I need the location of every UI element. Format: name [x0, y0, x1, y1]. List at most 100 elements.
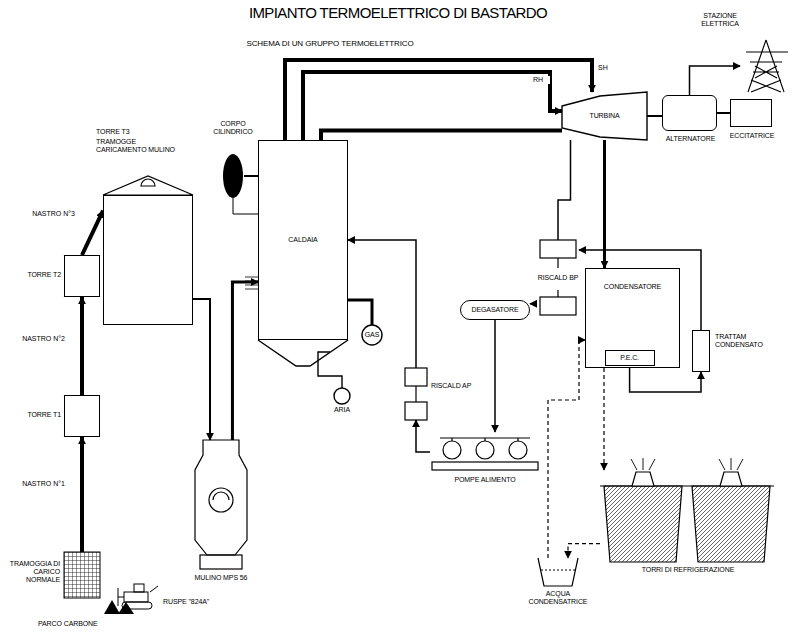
feed-pump-symbol [476, 441, 494, 459]
fan-label: ARIA [330, 406, 354, 414]
cooling-tower-symbol [720, 472, 742, 486]
water-basin-symbol [541, 569, 575, 570]
line-label: NASTRO N°1 [14, 480, 66, 488]
air-fan-symbol [334, 388, 350, 404]
process-line [494, 320, 496, 432]
cooling-tower-symbol [692, 486, 770, 562]
condensate-treatment: TRATTAM CONDENSATO [692, 330, 710, 372]
deaerator: DEGASATORE [460, 300, 530, 320]
heater-symbol [540, 297, 576, 315]
process-line [285, 60, 592, 140]
coal-mill-symbol [213, 492, 229, 500]
node-label: TORRE T3 [96, 128, 176, 136]
cooling-tower-symbol [631, 458, 743, 470]
loading-hopper-grid [64, 552, 100, 598]
line-label: NASTRO N°3 [14, 210, 76, 218]
gas-fan-symbol [348, 300, 372, 325]
fan-label: GAS [362, 331, 382, 339]
node-label: TURBINA [589, 112, 619, 120]
bulldozer-symbol [124, 592, 148, 602]
node-label: ALTERNATORE [658, 135, 723, 143]
turbine: TURBINA [562, 92, 647, 140]
alternator: ALTERNATORE [662, 95, 717, 131]
hopper-tower-symbol [103, 176, 193, 195]
cooling-tower-symbol [604, 486, 682, 562]
node-label: MULINO MPS 56 [191, 574, 251, 582]
coal-mill-symbol [209, 488, 233, 512]
hp-heater: RISCALD AP [405, 368, 427, 420]
coal-pile-symbol [118, 602, 134, 614]
heater-symbol [405, 240, 576, 420]
process-line [244, 175, 258, 177]
cooling-basin: ACQUA CONDENSATRICE [538, 558, 578, 586]
condensate-pump: P.E.C. [605, 350, 655, 366]
node-label: TORRE T2 [5, 271, 61, 279]
process-line [717, 112, 730, 114]
boiler-symbol [258, 340, 348, 366]
diagram-title: IMPIANTO TERMOELETTRICO DI BASTARDO [0, 4, 796, 21]
water-basin-symbol [538, 558, 578, 586]
conveyor-tower: TORRE T2 [64, 255, 100, 297]
gas-fan-symbol [362, 325, 382, 345]
node-label: TORRI DI REFRIGERAZIONE [640, 566, 736, 574]
bulldozer-symbol [118, 584, 158, 609]
bulldozer-symbol [134, 584, 144, 592]
node-label: P.E.C. [620, 354, 639, 362]
feed-pumps: POMPE ALIMENTO [430, 432, 540, 472]
loading-hopper-grid [64, 552, 100, 598]
coal-mill-symbol [195, 440, 247, 569]
process-line [232, 282, 258, 440]
node-label: ACQUA CONDENSATRICE [522, 590, 594, 606]
node-label: CORPO CILINDRICO [206, 120, 260, 136]
feed-pump-symbol [432, 462, 538, 470]
feed-pump-symbol [432, 438, 538, 470]
node-label: TRAMOGGE CARICAMENTO MULINO [96, 138, 186, 154]
coal-mill: MULINO MPS 56 [195, 440, 247, 570]
exciter: ECCITATRICE [730, 99, 772, 127]
node-label: TORRE T1 [5, 411, 61, 419]
process-line [558, 140, 571, 240]
heater-symbol [405, 402, 427, 420]
gas-fan-symbol [348, 300, 382, 345]
process-line [348, 240, 416, 368]
turbine-symbol [562, 92, 647, 140]
node-label: TRATTAM CONDENSATO [715, 333, 777, 349]
node-label: TRAMOGGIA DI CARICO NORMALE [4, 560, 60, 584]
coal-mill-symbol [200, 555, 242, 569]
water-basin-symbol [538, 558, 578, 586]
feed-pump-symbol [443, 441, 461, 459]
process-line [690, 66, 741, 95]
node-label: POMPE ALIMENTO [430, 476, 540, 484]
node-label: RISCALD BP [538, 274, 579, 282]
process-line [530, 303, 537, 305]
loading-hopper: TRAMOGGIA DI CARICO NORMALE [64, 552, 100, 598]
cooling-tower-symbol [632, 472, 654, 486]
power-station: STAZIONE ELETTRICA [740, 40, 792, 92]
lp-heater: RISCALD BP [537, 240, 579, 315]
conveyor-tower-symbol [64, 255, 100, 297]
cooling-water-line [548, 340, 585, 558]
node-label: CALDAIA [288, 236, 317, 244]
steam-drum-symbol [233, 198, 258, 214]
node-label: STAZIONE ELETTRICA [688, 12, 752, 28]
pylon-symbol [746, 40, 788, 92]
air-fan-symbol [318, 352, 342, 388]
area-name: PARCO CARBONE [38, 620, 108, 628]
process-line [603, 140, 606, 268]
conveyor-tower-symbol [64, 395, 100, 437]
line-label: SH [597, 64, 613, 72]
node-label: DEGASATORE [472, 306, 519, 314]
hopper-tower: TORRE T3TRAMOGGE CARICAMENTO MULINO [103, 195, 193, 325]
line-label: RH [532, 76, 550, 84]
process-line [630, 366, 701, 392]
node-label: CONDENSATORE [604, 283, 661, 291]
feed-pump-symbol [509, 441, 527, 459]
cooling-tower-symbol [600, 485, 774, 486]
line-label: NASTRO N°2 [14, 335, 66, 343]
air-fan-symbol [318, 352, 350, 404]
node-label: ECCITATRICE [725, 132, 779, 140]
bulldozer-symbol [122, 602, 152, 609]
bulldozer-symbol [150, 586, 158, 592]
steam-drum-symbol [223, 154, 258, 214]
conveyor-tower-symbol [64, 255, 100, 437]
